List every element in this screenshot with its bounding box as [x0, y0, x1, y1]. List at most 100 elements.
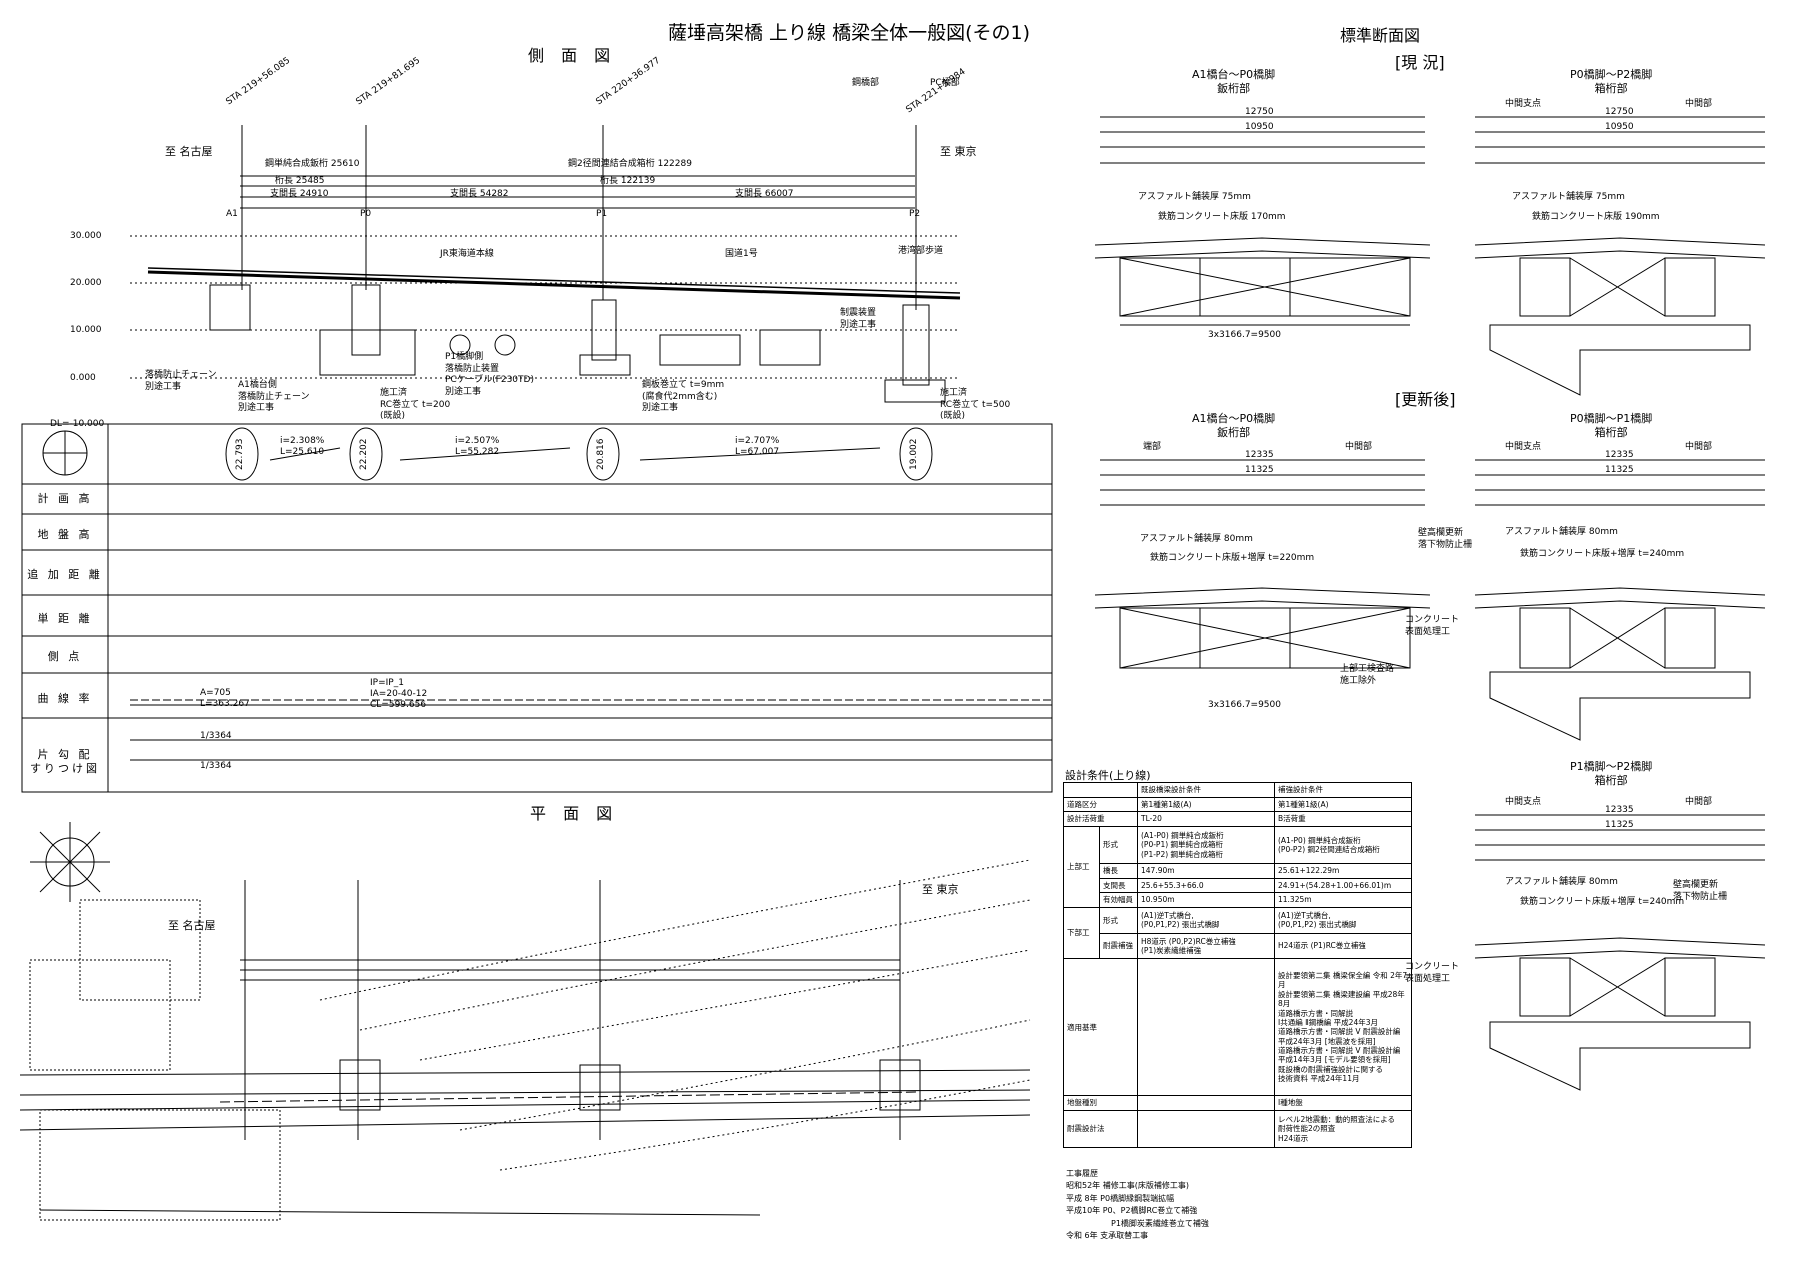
side-view-label: 側 面 図 — [528, 46, 617, 65]
plan-view-label: 平 面 図 — [530, 804, 619, 823]
slab-label: 鉄筋コンクリート床版+増厚 t=240mm — [1520, 897, 1685, 907]
middle-part-label: 中間部 — [1685, 797, 1713, 807]
table-cell: 耐震設計法 — [1063, 1109, 1138, 1149]
section-title: A1橋台～P0橋脚 鈑桁部 — [1192, 412, 1276, 440]
history-item: 平成10年 P0、P2橋脚RC巻立て補強 — [1066, 1206, 1198, 1216]
profile-row-label: 地 盤 高 — [37, 528, 93, 541]
note-steel-plate: 鋼板巻立て t=9mm (腐食代2mm含む) 別途工事 — [642, 380, 725, 414]
table-cell: 上部工 — [1063, 825, 1100, 908]
slope-label: 1/3364 — [200, 761, 232, 771]
table-cell: 147.90m — [1137, 862, 1275, 879]
plan-view-drawing — [19, 822, 1031, 1221]
table-row: 上部工形式(A1-P0) 鋼単純合成鈑桁 (P0-P1) 鋼単純合成箱桁 (P1… — [1063, 825, 1412, 908]
profile-row-label: 側 点 — [47, 650, 83, 663]
slab-label: 鉄筋コンクリート床版 190mm — [1532, 212, 1660, 222]
current-state-label: [現 況] — [1395, 53, 1445, 72]
railway-label: JR東海道本線 — [440, 249, 494, 259]
asphalt-label: アスファルト舗装厚 80mm — [1140, 534, 1253, 544]
table-cell: 支間長 — [1099, 877, 1138, 894]
middle-support-label: 中間支点 — [1505, 797, 1542, 807]
to-tokyo-label: 至 東京 — [940, 145, 977, 158]
history-item: 昭和52年 補修工事(床版補修工事) — [1066, 1181, 1189, 1191]
profile-row-label: 計 画 高 — [37, 492, 93, 505]
plan-elevation: 19.002 — [909, 438, 919, 471]
road-label: 国道1号 — [725, 249, 758, 259]
section-width: 12335 — [1245, 450, 1274, 460]
profile-row-label: 曲 線 率 — [37, 692, 93, 705]
history-title: 工事履歴 — [1066, 1169, 1098, 1178]
asphalt-label: アスファルト舗装厚 75mm — [1138, 192, 1251, 202]
rail-label: 壁高欄更新 落下物防止柵 — [1673, 880, 1728, 902]
history-item: 令和 6年 支承取替工事 — [1066, 1230, 1149, 1240]
plan-to-nagoya: 至 名古屋 — [168, 919, 216, 932]
asphalt-label: アスファルト舗装厚 80mm — [1505, 527, 1618, 537]
design-conditions-table: 既設橋梁設計条件補強設計条件 道路区分第1種第1級(A)第1種第1級(A) 設計… — [1063, 782, 1412, 1149]
section-width: 12750 — [1605, 107, 1634, 117]
plan-to-tokyo: 至 東京 — [922, 883, 959, 896]
elev-tick: DL=-10.000 — [50, 419, 105, 429]
table-cell: 24.91+(54.28+1.00+66.01)m — [1274, 877, 1412, 894]
curve-label-2: IP=IP_1 IA=20-40-12 CL=599.656 — [370, 678, 428, 710]
pier-label: P0 — [360, 209, 372, 219]
pier-label: A1 — [226, 209, 238, 219]
table-cell: 下部工 — [1063, 906, 1100, 960]
table-row: 既設橋梁設計条件補強設計条件 — [1063, 782, 1412, 798]
section-title: P1橋脚～P2橋脚 箱桁部 — [1570, 760, 1653, 788]
section-inner: 11325 — [1245, 465, 1274, 475]
pc-part-label: PC橋部 — [930, 78, 960, 88]
table-row: 適用基準設計要領第二集 橋梁保全編 令和 2年7月設計要領第二集 橋梁建設編 平… — [1063, 958, 1412, 1097]
slope-label: 1/3364 — [200, 731, 232, 741]
grade-label: i=2.507% L=55.282 — [455, 436, 500, 457]
section-width: 12750 — [1245, 107, 1274, 117]
plan-elevation: 20.816 — [596, 438, 606, 471]
table-cell: (A1-P0) 鋼単純合成鈑桁 (P0-P1) 鋼単純合成箱桁 (P1-P2) … — [1137, 825, 1275, 864]
elev-tick: 20.000 — [70, 278, 102, 288]
table-cell: 適用基準 — [1063, 958, 1138, 1097]
span-3x-label: 3x3166.7=9500 — [1208, 330, 1281, 340]
profile-table-lines — [21, 423, 1053, 793]
note-p1-side: P1橋脚側 落橋防止装置 PCケーブル(F230TD) 別途工事 — [445, 352, 534, 398]
slab-label: 鉄筋コンクリート床版+増厚 t=240mm — [1520, 549, 1685, 559]
middle-part-label: 中間部 — [1685, 99, 1713, 109]
table-cell: (A1)逆T式橋台, (P0,P1,P2) 張出式橋脚 — [1274, 906, 1412, 934]
span-3x-label: 3x3166.7=9500 — [1208, 700, 1281, 710]
support1-label: 支間長 24910 — [270, 189, 329, 199]
middle-support-label: 中間支点 — [1505, 99, 1542, 109]
grade-label: i=2.308% L=25.610 — [280, 436, 325, 457]
table-cell: 設計活荷重 — [1063, 811, 1138, 827]
concrete-label: コンクリート 表面処理工 — [1405, 962, 1460, 984]
girder2-label: 桁長 122139 — [600, 176, 656, 186]
table-cell: (A1)逆T式橋台, (P0,P1,P2) 張出式橋脚 — [1137, 906, 1275, 934]
table-cell: (A1-P0) 鋼単純合成鈑桁 (P0-P2) 鋼2径間連結合成箱桁 — [1274, 825, 1412, 864]
drawing-title: 薩埵高架橋 上り線 橋梁全体一般図(その1) — [668, 22, 1030, 44]
standard-item: 設計要領第二集 橋梁保全編 令和 2年7月 — [1278, 971, 1408, 990]
curve-label: A=705 L=363.267 — [200, 688, 250, 709]
side-view-drawing — [130, 125, 961, 425]
history-section: 工事履歴 昭和52年 補修工事(床版補修工事) 平成 8年 P0橋脚縁鋼製端拡幅… — [1066, 1168, 1209, 1242]
table-header: 既設橋梁設計条件 — [1137, 782, 1275, 798]
section-inner: 10950 — [1245, 122, 1274, 132]
table-header: 補強設計条件 — [1274, 782, 1412, 798]
asphalt-label: アスファルト舗装厚 80mm — [1505, 877, 1618, 887]
table-cell: 25.61+122.29m — [1274, 862, 1412, 879]
span2-label: 鋼2径間連結合成箱桁 122289 — [568, 159, 692, 169]
girder1-label: 桁長 25485 — [275, 176, 325, 186]
table-cell: 10.950m — [1137, 892, 1275, 908]
history-item: P1橋脚炭素繊維巻立て補強 — [1111, 1218, 1209, 1228]
table-cell: B活荷重 — [1274, 811, 1412, 827]
support3-label: 支間長 66007 — [735, 189, 794, 199]
to-nagoya-label: 至 名古屋 — [165, 145, 213, 158]
table-cell: 有効幅員 — [1099, 892, 1138, 908]
table-cell: 25.6+55.3+66.0 — [1137, 877, 1275, 894]
grade-label: i=2.707% L=67.007 — [735, 436, 780, 457]
steel-part-label: 鋼橋部 — [852, 78, 880, 88]
profile-row-label: 単 距 離 — [37, 612, 93, 625]
table-cell: H8道示 (P0,P2)RC巻立補強 (P1)炭素繊維補強 — [1137, 932, 1275, 960]
table-cell: 橋長 — [1099, 862, 1138, 879]
